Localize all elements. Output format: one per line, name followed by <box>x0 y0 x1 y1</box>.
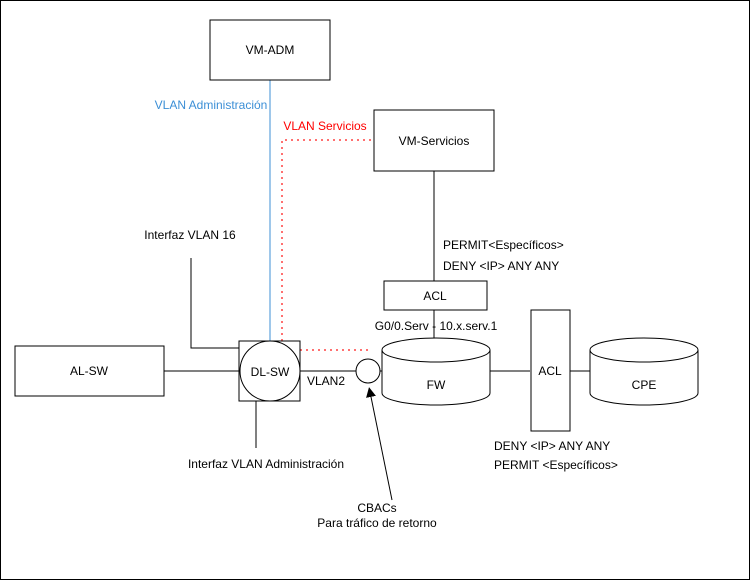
fw-node[interactable]: FW <box>381 337 491 406</box>
cbac-circle[interactable] <box>355 358 381 384</box>
acl-right-node[interactable]: ACL <box>530 309 571 432</box>
acl-top-node[interactable]: ACL <box>383 280 488 311</box>
acl-top-label: ACL <box>423 289 447 303</box>
vm-servicios-label: VM-Servicios <box>399 134 470 148</box>
vm-adm-node[interactable]: VM-ADM <box>209 19 331 81</box>
cbac-title-label: CBACs <box>357 501 396 515</box>
acl-right-permit-rule: PERMIT <Específicos> <box>494 458 618 472</box>
dl-sw-circle <box>239 340 301 402</box>
al-sw-node[interactable]: AL-SW <box>14 345 165 397</box>
cpe-node[interactable]: CPE <box>589 337 699 406</box>
acl-top-deny-rule: DENY <IP> ANY ANY <box>443 259 559 273</box>
interfaz-vlan16-leader <box>190 258 239 349</box>
g0-serv-interface-label: G0/0.Serv - 10.x.serv.1 <box>375 319 498 333</box>
vm-adm-label: VM-ADM <box>246 43 295 57</box>
cbac-subtitle-label: Para tráfico de retorno <box>317 516 437 530</box>
vlan2-label: VLAN2 <box>307 374 345 388</box>
acl-right-label: ACL <box>538 364 562 378</box>
interfaz-vlan16-label: Interfaz VLAN 16 <box>144 228 236 242</box>
cbac-arrow <box>366 387 393 501</box>
cpe-label: CPE <box>632 378 657 392</box>
vlan-services-link <box>281 139 373 341</box>
acl-top-permit-rule: PERMIT<Específicos> <box>443 238 564 252</box>
acl-right-deny-rule: DENY <IP> ANY ANY <box>494 439 610 453</box>
vm-servicios-node[interactable]: VM-Servicios <box>373 109 495 172</box>
interfaz-vlan-admin-label: Interfaz VLAN Administración <box>188 457 344 471</box>
dl-sw-label: DL-SW <box>251 365 290 379</box>
dl-sw-node[interactable]: DL-SW <box>238 340 301 402</box>
fw-label: FW <box>427 378 446 392</box>
vlan-services-label: VLAN Servicios <box>283 119 366 133</box>
al-sw-label: AL-SW <box>70 364 109 378</box>
vlan-admin-label: VLAN Administración <box>155 98 268 112</box>
